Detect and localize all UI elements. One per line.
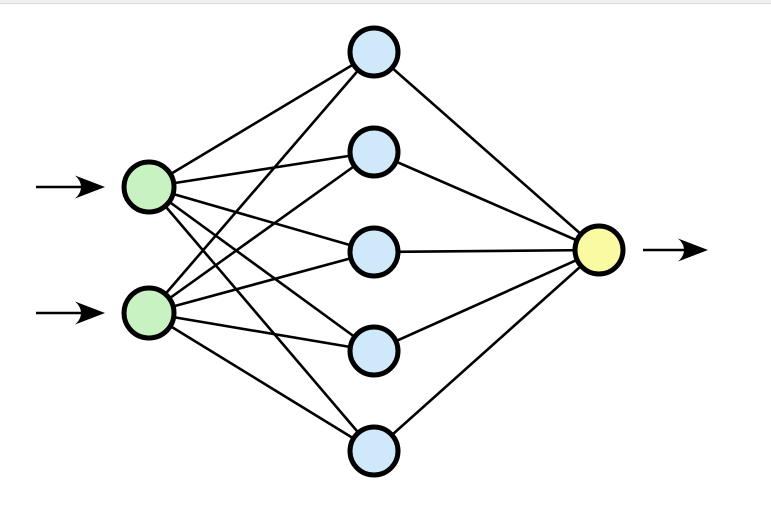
window-top-edge <box>0 0 771 4</box>
connection-line-h1-out <box>373 51 600 251</box>
connection-line-in2-h4 <box>148 311 375 353</box>
connection-line-in1-h1 <box>148 50 375 189</box>
connection-line-h3-out <box>373 248 600 254</box>
input-arrow-1-head-icon <box>75 175 105 199</box>
hidden-node-h4 <box>347 324 401 378</box>
hidden-node-h2 <box>347 125 401 179</box>
connection-line-h2-out <box>373 150 600 252</box>
connection-line-in2-h1 <box>148 51 375 314</box>
hidden-node-h5 <box>347 424 401 478</box>
output-arrow-head-icon <box>678 238 708 262</box>
hidden-node-h3 <box>347 225 401 279</box>
output-node-out <box>572 223 626 277</box>
connection-line-in1-h5 <box>148 186 375 452</box>
connection-line-h5-out <box>373 249 600 452</box>
connection-line-in2-h3 <box>148 250 375 315</box>
connection-line-h4-out <box>373 248 600 353</box>
connection-line-in1-h3 <box>148 185 375 254</box>
input-arrow-2-head-icon <box>75 301 105 325</box>
connection-line-in1-h2 <box>148 150 375 189</box>
connection-line-in1-h4 <box>148 185 375 353</box>
input-node-in2 <box>121 285 177 341</box>
hidden-node-h1 <box>347 25 401 79</box>
input-node-in1 <box>121 159 177 215</box>
connection-line-in2-h2 <box>148 150 375 315</box>
connection-line-in2-h5 <box>148 311 375 453</box>
